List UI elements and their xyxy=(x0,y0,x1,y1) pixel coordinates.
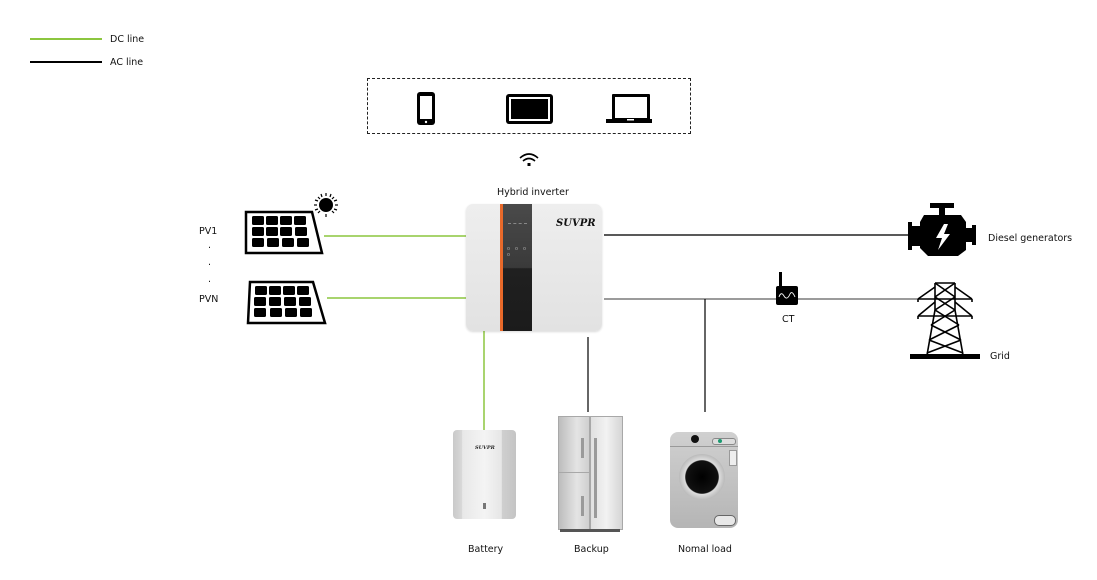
monitoring-devices-box xyxy=(367,78,691,134)
inverter-title: Hybrid inverter xyxy=(497,187,569,198)
battery-label: Battery xyxy=(468,544,504,555)
pv-ellipsis-1: · xyxy=(208,243,212,254)
inverter-accent-strip xyxy=(500,204,503,331)
inverter-display-panel: o o o o xyxy=(503,204,532,331)
diesel-label: Diesel generators xyxy=(988,233,1073,244)
grid-label: Grid xyxy=(990,351,1010,362)
pv1-label: PV1 xyxy=(199,226,218,237)
hybrid-inverter[interactable]: o o o o SUVPR xyxy=(466,204,602,331)
laptop-icon xyxy=(606,94,652,123)
pvn-label: PVN xyxy=(199,294,219,305)
backup-fridge[interactable] xyxy=(557,416,623,532)
legend-dc-swatch xyxy=(30,38,102,40)
pv-ellipsis-2: · xyxy=(208,260,212,271)
legend-ac-label: AC line xyxy=(110,57,144,68)
tablet-icon xyxy=(506,94,553,124)
backup-label: Backup xyxy=(574,544,609,555)
normal-load-label: Nomal load xyxy=(678,544,732,555)
normal-load-washer[interactable] xyxy=(670,432,738,528)
battery-unit[interactable]: SUVPR xyxy=(453,430,516,519)
legend-dc-label: DC line xyxy=(110,34,145,45)
inverter-brand-logo: SUVPR xyxy=(556,218,596,229)
ct-label: CT xyxy=(782,314,795,325)
battery-brand-logo: SUVPR xyxy=(475,445,495,451)
smartphone-icon xyxy=(417,92,435,125)
pv-ellipsis-3: · xyxy=(208,277,212,288)
legend-ac-swatch xyxy=(30,61,102,63)
